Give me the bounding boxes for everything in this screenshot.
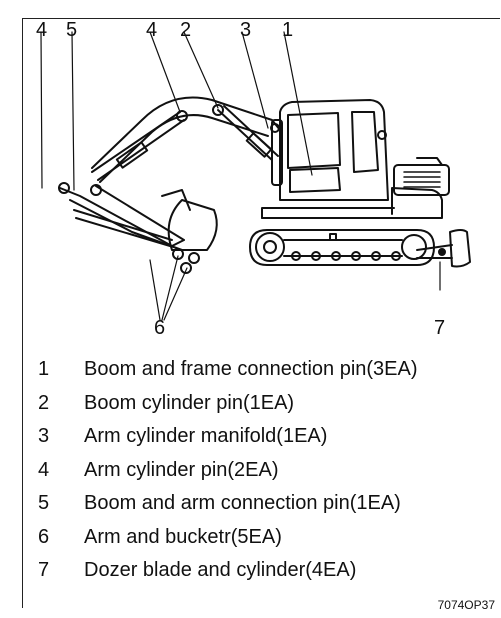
legend-label: Dozer blade and cylinder(4EA) xyxy=(84,559,357,581)
boom xyxy=(91,96,281,183)
legend-number: 6 xyxy=(38,525,50,548)
frame-left-border xyxy=(22,18,23,608)
dozer-blade xyxy=(416,229,471,291)
legend-item: 7 Dozer blade and cylinder(4EA) xyxy=(38,559,498,593)
legend-item: 3 Arm cylinder manifold(1EA) xyxy=(38,425,498,459)
callout-1: 1 xyxy=(282,19,294,41)
legend-number: 5 xyxy=(38,492,50,514)
legend-item: 4 Arm cylinder pin(2EA) xyxy=(38,459,498,493)
legend-item: 1 Boom and frame connection pin(3EA) xyxy=(38,358,498,392)
bucket-cylinder xyxy=(73,209,173,247)
legend-item: 2 Boom cylinder pin(1EA) xyxy=(38,392,498,426)
callout-3: 3 xyxy=(240,19,252,41)
operator-cab xyxy=(271,99,389,201)
legend-number: 2 xyxy=(38,391,50,414)
frame-top-border xyxy=(22,18,500,19)
legend-number: 1 xyxy=(38,358,50,380)
leader-lines-6 xyxy=(149,255,188,321)
legend-number: 4 xyxy=(38,458,50,481)
arm xyxy=(58,182,185,251)
excavator-drawing xyxy=(40,31,471,321)
upper-structure xyxy=(261,157,450,219)
callout-6: 6 xyxy=(154,317,166,339)
legend-list: 1 Boom and frame connection pin(3EA) 2 B… xyxy=(38,358,498,593)
arm-cylinder xyxy=(91,110,188,181)
legend-item: 5 Boom and arm connection pin(1EA) xyxy=(38,492,498,526)
track-assembly xyxy=(249,229,435,266)
callout-5: 5 xyxy=(66,19,78,41)
callout-7: 7 xyxy=(434,317,446,339)
legend-item: 6 Arm and bucketr(5EA) xyxy=(38,526,498,560)
boom-cylinder xyxy=(217,105,279,161)
legend-number: 3 xyxy=(38,425,50,447)
legend-label: Boom and arm connection pin(1EA) xyxy=(84,492,401,514)
figure-code: 7074OP37 xyxy=(437,598,495,612)
legend-label: Arm and bucketr(5EA) xyxy=(84,525,282,548)
legend-label: Boom and frame connection pin(3EA) xyxy=(84,358,418,380)
leader-lines-top xyxy=(40,31,313,191)
callout-4-left: 4 xyxy=(36,19,48,41)
legend-number: 7 xyxy=(38,559,50,581)
legend-label: Arm cylinder pin(2EA) xyxy=(84,458,279,481)
legend-label: Arm cylinder manifold(1EA) xyxy=(84,425,328,447)
legend-label: Boom cylinder pin(1EA) xyxy=(84,391,295,414)
callout-4-right: 4 xyxy=(146,19,158,41)
bucket xyxy=(161,189,218,274)
callout-2: 2 xyxy=(180,19,192,41)
